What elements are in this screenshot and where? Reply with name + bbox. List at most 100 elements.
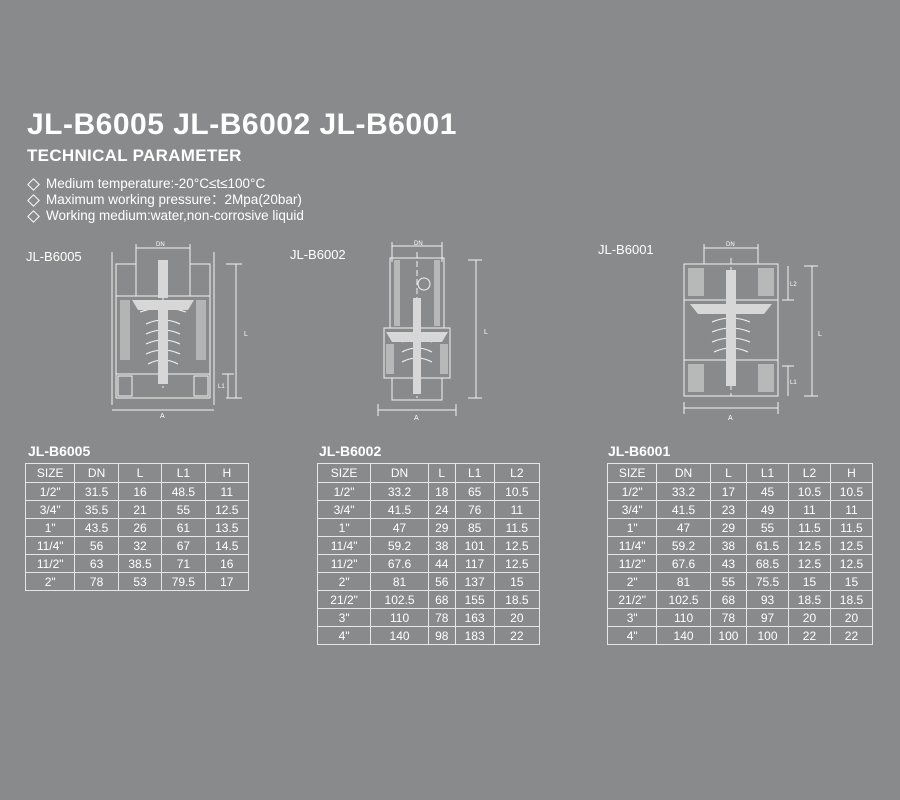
column-header: L1 bbox=[454, 463, 495, 483]
table-cell: 12.5 bbox=[493, 536, 541, 555]
spec-text: Medium temperature:-20°C≤t≤100°C bbox=[46, 176, 266, 191]
valve-drawing-b6002: DN L A bbox=[377, 241, 488, 422]
table-cell: 11.5 bbox=[788, 518, 831, 537]
column-header: DN bbox=[656, 463, 711, 483]
table-cell: 55 bbox=[161, 500, 206, 519]
table-cell: 48.5 bbox=[161, 482, 206, 501]
table-cell: 17 bbox=[709, 482, 748, 501]
table-cell: 163 bbox=[454, 608, 495, 627]
table-cell: 78 bbox=[427, 608, 456, 627]
table-cell: 67.6 bbox=[656, 554, 711, 573]
dim-l-label: L bbox=[818, 331, 822, 338]
table-cell: 101 bbox=[454, 536, 495, 555]
table-cell: 97 bbox=[746, 608, 789, 627]
table-cell: 67 bbox=[161, 536, 206, 555]
table-cell: 12.5 bbox=[788, 536, 831, 555]
table-cell: 11 bbox=[829, 500, 874, 519]
table-cell: 43 bbox=[709, 554, 748, 573]
spec-item: Maximum working pressure：2Mpa(20bar) bbox=[26, 192, 304, 208]
column-header: DN bbox=[74, 463, 119, 483]
table-cell: 100 bbox=[709, 626, 748, 645]
table-cell: 63 bbox=[74, 554, 119, 573]
table-cell: 15 bbox=[493, 572, 541, 591]
dim-a-label: A bbox=[728, 415, 733, 422]
table-cell: 12.5 bbox=[493, 554, 541, 573]
table-cell: 85 bbox=[454, 518, 495, 537]
table-cell: 3/4" bbox=[606, 500, 658, 519]
column-header: L bbox=[117, 463, 163, 483]
table-cell: 11 bbox=[493, 500, 541, 519]
table-cell: 13.5 bbox=[204, 518, 250, 537]
valve-drawing-b6001: DN L L2 L1 A bbox=[683, 242, 822, 422]
table-cell: 24 bbox=[427, 500, 456, 519]
table-cell: 18 bbox=[427, 482, 456, 501]
table-cell: 4" bbox=[606, 626, 658, 645]
table-cell: 71 bbox=[161, 554, 206, 573]
table-cell: 61.5 bbox=[746, 536, 789, 555]
table-cell: 20 bbox=[829, 608, 874, 627]
table-cell: 41.5 bbox=[370, 500, 429, 519]
table-cell: 26 bbox=[117, 518, 163, 537]
table-cell: 155 bbox=[454, 590, 495, 609]
table-cell: 61 bbox=[161, 518, 206, 537]
table-cell: 12.5 bbox=[829, 554, 874, 573]
table-cell: 10.5 bbox=[788, 482, 831, 501]
table-cell: 100 bbox=[746, 626, 789, 645]
dim-l1-label: L1 bbox=[218, 384, 225, 390]
column-header: L1 bbox=[746, 463, 789, 483]
table-cell: 11/4" bbox=[24, 536, 76, 555]
table-cell: 11 bbox=[204, 482, 250, 501]
column-header: DN bbox=[370, 463, 429, 483]
table-title-b6002: JL-B6002 bbox=[319, 443, 382, 459]
diamond-bullet-icon bbox=[27, 177, 40, 191]
column-header: L2 bbox=[493, 463, 541, 483]
table-cell: 49 bbox=[746, 500, 789, 519]
column-header: H bbox=[204, 463, 250, 483]
table-cell: 110 bbox=[370, 608, 429, 627]
drawing-label-b6005: JL-B6005 bbox=[26, 249, 82, 264]
table-cell: 18.5 bbox=[788, 590, 831, 609]
table-cell: 29 bbox=[709, 518, 748, 537]
table-cell: 22 bbox=[788, 626, 831, 645]
spec-text: Maximum working pressure：2Mpa(20bar) bbox=[46, 192, 302, 207]
table-cell: 29 bbox=[427, 518, 456, 537]
table-cell: 3/4" bbox=[24, 500, 76, 519]
dim-l-label: L bbox=[244, 331, 248, 338]
table-cell: 59.2 bbox=[370, 536, 429, 555]
table-cell: 31.5 bbox=[74, 482, 119, 501]
table-cell: 20 bbox=[493, 608, 541, 627]
table-cell: 11/4" bbox=[316, 536, 372, 555]
valve-drawing-b6005: DN L L1 A bbox=[111, 242, 248, 420]
table-cell: 98 bbox=[427, 626, 456, 645]
drawing-label-b6001: JL-B6001 bbox=[598, 242, 654, 257]
dim-l2-label: L2 bbox=[790, 282, 797, 288]
table-cell: 47 bbox=[656, 518, 711, 537]
spec-item: Medium temperature:-20°C≤t≤100°C bbox=[26, 176, 304, 192]
table-cell: 81 bbox=[370, 572, 429, 591]
table-cell: 78 bbox=[74, 572, 119, 591]
table-cell: 75.5 bbox=[746, 572, 789, 591]
column-header: H bbox=[829, 463, 874, 483]
table-cell: 1" bbox=[24, 518, 76, 537]
table-cell: 16 bbox=[204, 554, 250, 573]
dim-a-label: A bbox=[160, 413, 165, 420]
table-cell: 117 bbox=[454, 554, 495, 573]
table-cell: 33.2 bbox=[656, 482, 711, 501]
column-header: SIZE bbox=[606, 463, 658, 483]
table-cell: 3" bbox=[606, 608, 658, 627]
table-cell: 140 bbox=[656, 626, 711, 645]
table-cell: 140 bbox=[370, 626, 429, 645]
